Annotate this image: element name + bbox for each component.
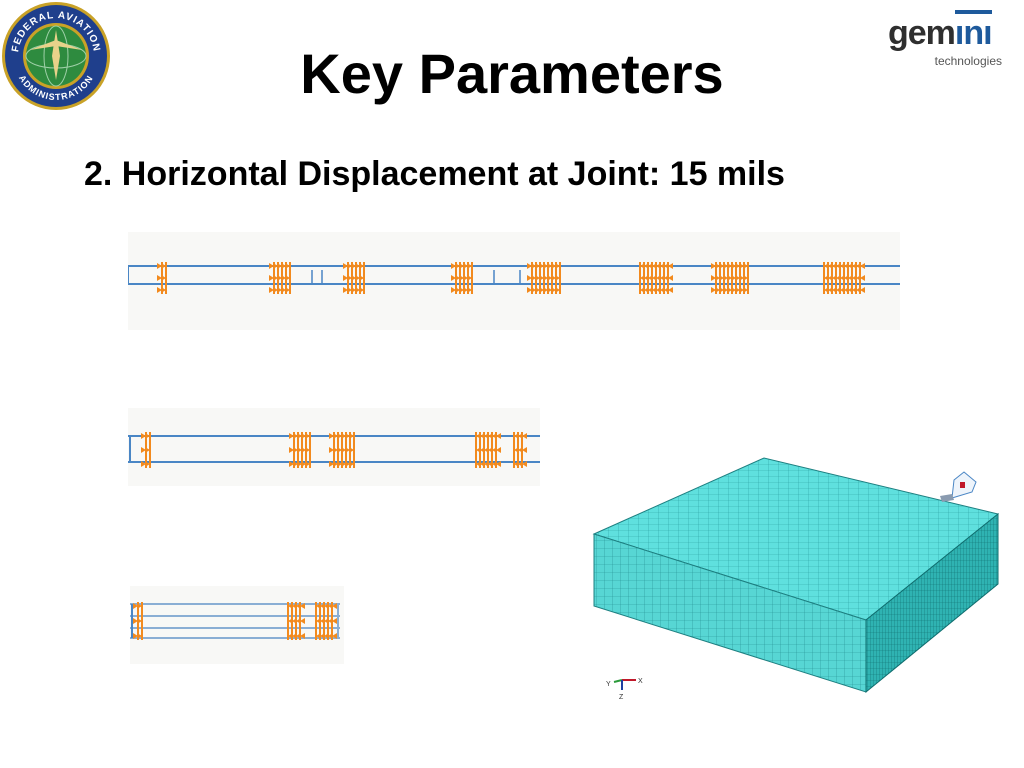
axis-y-label: Y [606, 681, 611, 688]
beam-model-figure-1 [127, 232, 900, 330]
load-block-icon [940, 471, 977, 502]
logo-word-suffix: ını [954, 10, 993, 52]
boundary-arrows [133, 602, 337, 640]
axis-z-label: Z [619, 694, 624, 701]
slide-title: Key Parameters [300, 42, 724, 105]
logo-tagline: technologies [934, 54, 1002, 68]
beam-model-figure-3 [130, 586, 344, 664]
logo-wordmark: gemını [888, 10, 993, 53]
slab-side-face [865, 512, 999, 694]
boundary-arrows [141, 432, 527, 468]
faa-seal-logo: FEDERAL AVIATION ADMINISTRATION [2, 2, 110, 110]
boundary-arrows [157, 262, 865, 294]
beam-model-figure-2 [128, 408, 540, 486]
slide-subtitle: 2. Horizontal Displacement at Joint: 15 … [84, 155, 785, 193]
logo-word-prefix: gem [888, 14, 956, 52]
gemini-logo: gemını technologies [886, 10, 1012, 74]
axis-triad-icon: X Y Z [606, 678, 643, 701]
fe-slab-mesh-figure [588, 452, 1008, 700]
axis-x-label: X [638, 678, 643, 685]
